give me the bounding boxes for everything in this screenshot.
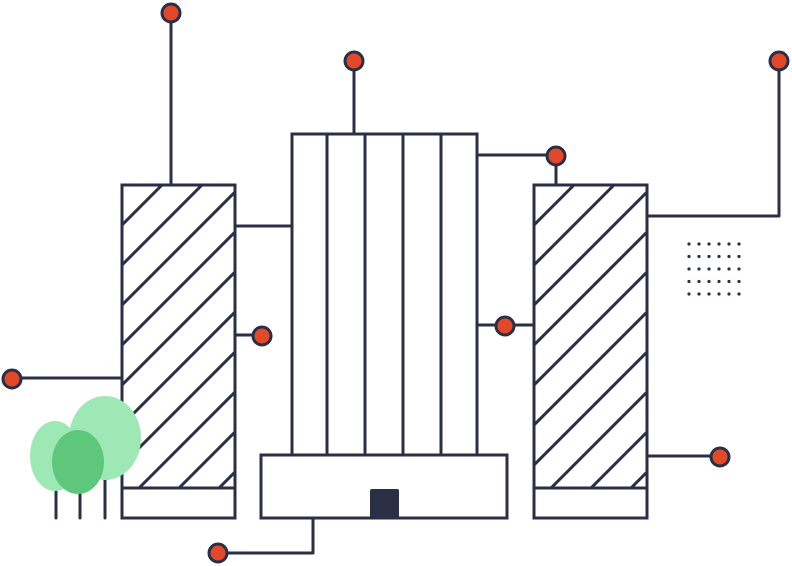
center-building-door [370, 489, 399, 519]
hatch-line [629, 469, 647, 488]
grid-dot [727, 242, 731, 246]
grid-dot [687, 292, 691, 296]
hatch-line [122, 185, 204, 268]
grid-dot [717, 279, 721, 284]
dot-grid [687, 242, 741, 296]
grid-dot [697, 242, 701, 246]
network-node [709, 446, 731, 468]
right-building-hatch [534, 185, 792, 488]
grid-dot [727, 292, 731, 296]
grid-dot [737, 267, 741, 271]
hatch-line [177, 429, 235, 488]
network-node [160, 2, 182, 24]
grid-dot [727, 254, 731, 259]
grid-dot [687, 242, 691, 246]
center-building [259, 132, 509, 520]
network-node [207, 542, 229, 564]
hatch-line [122, 189, 235, 308]
grid-dot [697, 267, 701, 271]
grid-dot [697, 292, 701, 296]
grid-dot [707, 254, 711, 259]
grid-dot [717, 242, 721, 246]
network-node [251, 325, 273, 347]
grid-dot [737, 279, 741, 284]
network-node [494, 315, 516, 337]
grid-dot [687, 254, 691, 259]
grid-dot [717, 267, 721, 271]
connector-center-right-top [475, 153, 558, 187]
grid-dot [737, 242, 741, 246]
center-building-columns [325, 134, 443, 456]
grid-dot [697, 279, 701, 284]
left-building-hatch [122, 185, 235, 488]
grid-dot [717, 292, 721, 296]
hatch-line [137, 389, 235, 488]
grid-dot [707, 267, 711, 271]
left-building [120, 183, 237, 520]
hatch-line [534, 269, 647, 388]
hatch-line [549, 389, 647, 488]
grid-dot [707, 279, 711, 284]
hatch-line [122, 269, 235, 388]
grid-dot [707, 242, 711, 246]
hatch-line [122, 349, 235, 468]
grid-dot [727, 279, 731, 284]
tree-canopy-front [52, 430, 104, 494]
grid-dot [717, 254, 721, 259]
hatch-line [534, 309, 647, 428]
connector-right-far [645, 59, 781, 218]
right-building [532, 183, 792, 520]
grid-dot [707, 292, 711, 296]
hatch-line [589, 429, 647, 488]
hatch-line [534, 185, 616, 268]
network-node [545, 145, 567, 167]
grid-dot [687, 279, 691, 284]
hatch-line [534, 189, 647, 308]
connector-bottom [216, 516, 315, 555]
network-node [768, 50, 790, 72]
center-building-tower [290, 132, 479, 458]
trees [30, 396, 141, 520]
right-building-body [532, 183, 649, 520]
left-building-body [120, 183, 237, 520]
grid-dot [737, 254, 741, 259]
hatch-line [534, 229, 647, 348]
hatch-line [534, 349, 647, 468]
connector-lines [10, 12, 781, 555]
grid-dot [737, 292, 741, 296]
network-node [343, 50, 365, 72]
hatch-line [122, 229, 235, 348]
network-node [1, 368, 23, 390]
hatch-line [671, 185, 792, 488]
grid-dot [727, 267, 731, 271]
grid-dot [697, 254, 701, 259]
hatch-line [122, 309, 235, 428]
grid-dot [687, 267, 691, 271]
